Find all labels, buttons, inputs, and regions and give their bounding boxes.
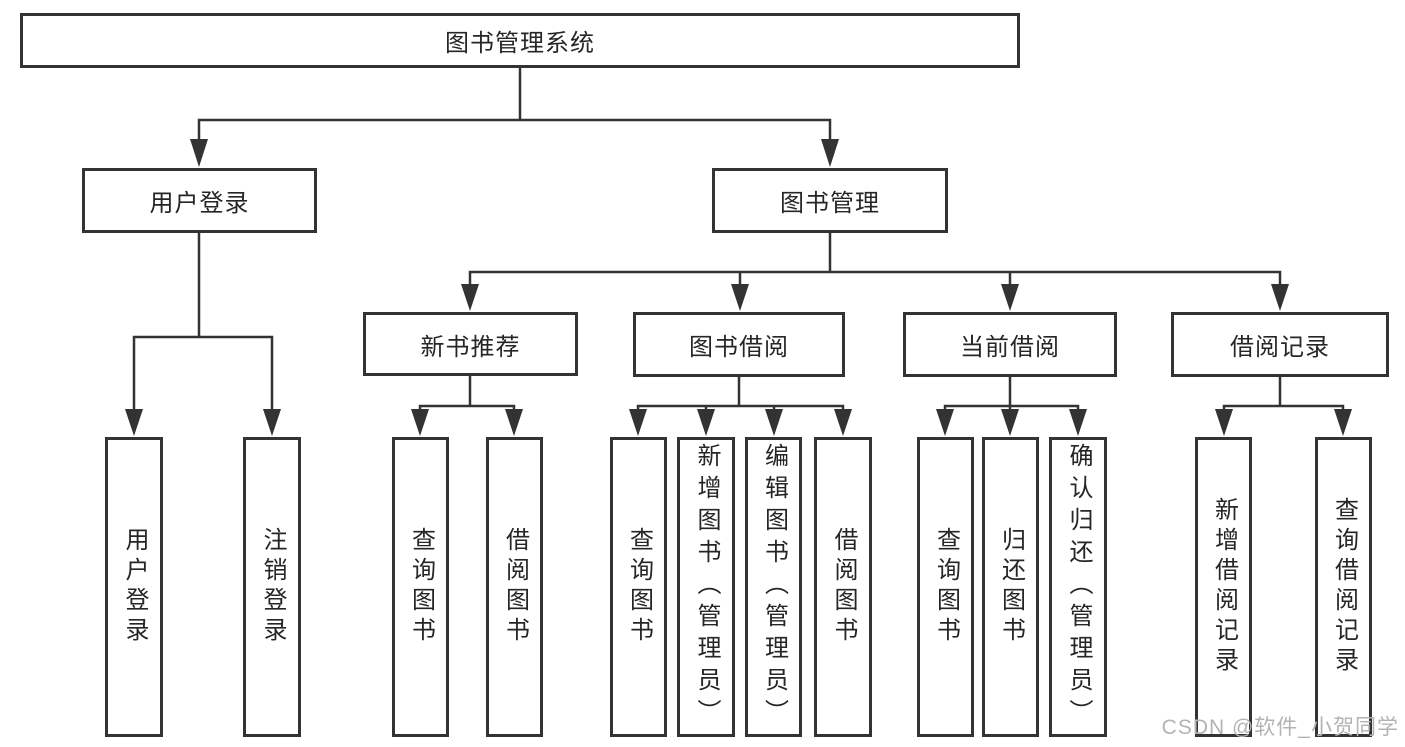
- node-book-borrow: 图书借阅: [633, 312, 845, 377]
- leaf-add-borrow-record-label: 新增借阅记录: [1210, 497, 1238, 677]
- connector-book-management-branch: [461, 233, 1289, 311]
- leaf-query-books-recommend: 查询图书: [392, 437, 449, 737]
- leaf-confirm-return-admin: 确认归还（管理员）: [1049, 437, 1107, 737]
- connector-current-borrow-group: [936, 377, 1087, 436]
- arrowhead: [125, 409, 143, 436]
- arrowhead: [190, 139, 208, 167]
- leaf-user-login: 用户登录: [105, 437, 163, 737]
- arrowhead: [411, 409, 429, 436]
- arrowhead: [1001, 409, 1019, 436]
- leaf-query-books-recommend-label: 查询图书: [407, 527, 435, 647]
- connector-borrow-records-group: [1215, 377, 1352, 436]
- leaf-query-books-borrow: 查询图书: [610, 437, 667, 737]
- leaf-edit-books-admin-label: 编辑图书（管理员）: [760, 443, 788, 731]
- connector-book-borrow-group: [629, 377, 852, 436]
- connector-root-to-level2: [190, 68, 839, 167]
- leaf-query-books-borrow-label: 查询图书: [625, 527, 653, 647]
- node-new-book-recommend: 新书推荐: [363, 312, 578, 376]
- arrowhead: [1001, 284, 1019, 311]
- arrowhead: [731, 284, 749, 311]
- leaf-borrow-books-label: 借阅图书: [830, 527, 857, 647]
- arrowhead: [505, 409, 523, 436]
- leaf-borrow-books: 借阅图书: [814, 437, 872, 737]
- leaf-edit-books-admin: 编辑图书（管理员）: [745, 437, 802, 737]
- arrowhead: [834, 409, 852, 436]
- leaf-add-books-admin-label: 新增图书（管理员）: [693, 443, 720, 731]
- connector-user-login-branch: [125, 233, 281, 436]
- leaf-add-books-admin: 新增图书（管理员）: [677, 437, 735, 737]
- leaf-borrow-books-recommend: 借阅图书: [486, 437, 543, 737]
- leaf-borrow-books-recommend-label: 借阅图书: [501, 527, 529, 647]
- leaf-query-borrow-record-label: 查询借阅记录: [1330, 497, 1358, 677]
- arrowhead: [1215, 409, 1233, 436]
- node-new-book-recommend-label: 新书推荐: [420, 333, 521, 361]
- node-current-borrow-label: 当前借阅: [960, 334, 1060, 361]
- node-book-management: 图书管理: [712, 168, 948, 233]
- arrowhead: [821, 139, 839, 167]
- node-book-management-label: 图书管理: [780, 190, 880, 217]
- arrowhead: [765, 409, 783, 436]
- node-book-borrow-label: 图书借阅: [689, 334, 789, 361]
- leaf-query-books-current-label: 查询图书: [932, 527, 960, 647]
- leaf-return-books: 归还图书: [982, 437, 1039, 737]
- leaf-logout-label: 注销登录: [259, 527, 286, 647]
- leaf-add-borrow-record: 新增借阅记录: [1195, 437, 1252, 737]
- arrowhead: [263, 409, 281, 436]
- leaf-query-borrow-record: 查询借阅记录: [1315, 437, 1372, 737]
- arrowhead: [1334, 409, 1352, 436]
- leaf-return-books-label: 归还图书: [997, 527, 1025, 647]
- node-root: 图书管理系统: [20, 13, 1020, 68]
- leaf-confirm-return-admin-label: 确认归还（管理员）: [1065, 443, 1092, 731]
- node-user-login-label: 用户登录: [149, 190, 250, 217]
- node-current-borrow: 当前借阅: [903, 312, 1117, 377]
- leaf-query-books-current: 查询图书: [917, 437, 974, 737]
- arrowhead: [461, 284, 479, 311]
- node-root-label: 图书管理系统: [445, 30, 595, 57]
- connector-new-book-group: [411, 376, 523, 436]
- arrowhead: [936, 409, 954, 436]
- node-user-login: 用户登录: [82, 168, 317, 233]
- leaf-logout: 注销登录: [243, 437, 301, 737]
- leaf-user-login-label: 用户登录: [121, 527, 148, 647]
- arrowhead: [1271, 284, 1289, 311]
- watermark: CSDN @软件_小贺同学: [1161, 716, 1399, 739]
- arrowhead: [1069, 409, 1087, 436]
- arrowhead: [629, 409, 647, 436]
- node-borrow-records: 借阅记录: [1171, 312, 1389, 377]
- node-borrow-records-label: 借阅记录: [1230, 334, 1330, 361]
- arrowhead: [697, 409, 715, 436]
